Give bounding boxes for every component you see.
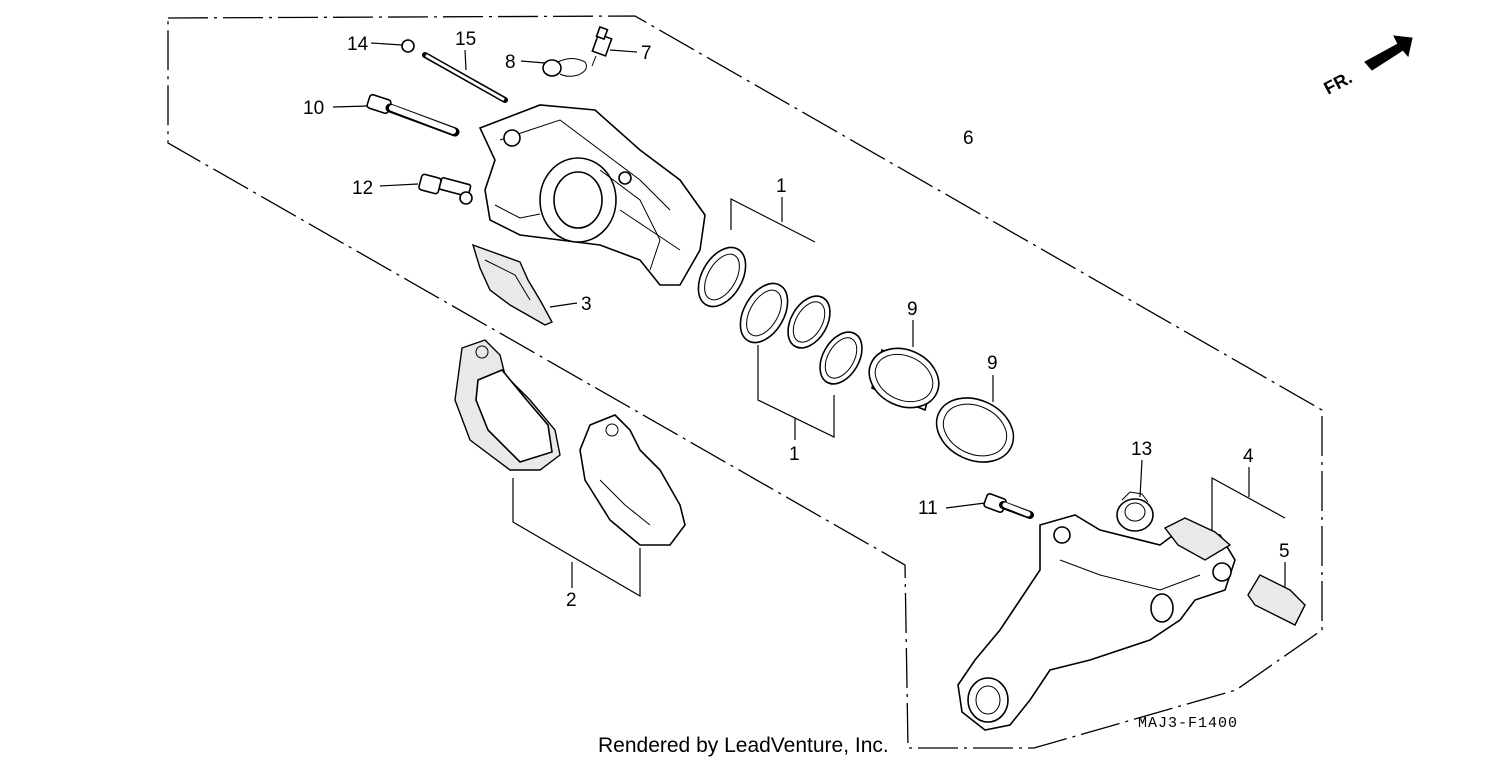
diagram-code: MAJ3-F1400 — [1138, 715, 1238, 732]
front-arrow-icon — [1364, 35, 1413, 71]
bleeder-cap[interactable] — [542, 58, 587, 77]
pad-spring[interactable] — [471, 243, 553, 326]
credit-text: Rendered by LeadVenture, Inc. — [598, 734, 889, 757]
callout-14: 14 — [347, 34, 369, 55]
callout-11: 11 — [918, 498, 938, 519]
assembly-boundary — [167, 15, 1323, 749]
callout-1-top: 1 — [776, 176, 787, 197]
front-direction-indicator: FR. — [1320, 35, 1413, 99]
leader-lines — [332, 42, 1286, 598]
piston-rear[interactable] — [926, 386, 1024, 474]
callout-12: 12 — [352, 178, 373, 199]
callout-4: 4 — [1243, 446, 1254, 467]
callout-9-front: 9 — [907, 299, 918, 320]
piston-front[interactable] — [860, 337, 949, 418]
caliper-body[interactable] — [478, 104, 706, 286]
retainer-clip[interactable] — [1247, 574, 1306, 626]
brake-pad-outer[interactable] — [454, 339, 561, 471]
front-label: FR. — [1320, 67, 1355, 98]
sleeve-bolt[interactable] — [366, 93, 460, 137]
callout-8: 8 — [505, 52, 516, 73]
callout-7: 7 — [641, 43, 652, 64]
pad-pin[interactable] — [422, 52, 508, 103]
callout-5: 5 — [1279, 541, 1290, 562]
callout-10: 10 — [303, 98, 324, 119]
brake-pad-inner[interactable] — [579, 414, 686, 546]
caliper-bolt[interactable] — [418, 173, 473, 205]
caliper-bracket[interactable] — [957, 514, 1236, 731]
callout-9-rear: 9 — [987, 353, 998, 374]
bleeder-valve[interactable] — [591, 25, 613, 67]
bracket-bolt[interactable] — [983, 493, 1034, 519]
callout-15: 15 — [455, 29, 476, 50]
callout-1-bottom: 1 — [789, 444, 800, 465]
callout-3: 3 — [581, 294, 592, 315]
boot[interactable] — [1116, 491, 1154, 532]
callout-13: 13 — [1131, 439, 1152, 460]
callout-6: 6 — [963, 128, 974, 149]
pin-plug[interactable] — [401, 39, 415, 53]
callout-2: 2 — [566, 590, 577, 611]
piston-seal-set[interactable] — [689, 239, 871, 391]
